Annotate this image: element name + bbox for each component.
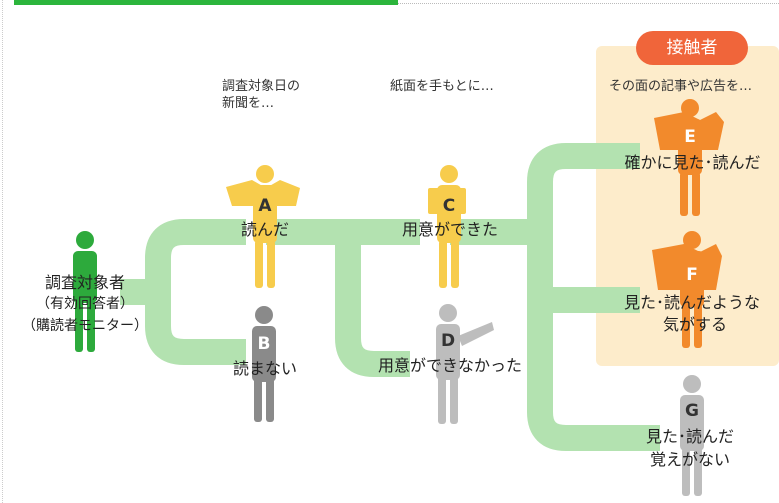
- person-c: [428, 165, 466, 288]
- node-e-label: 確かに見た･読んだ: [624, 153, 761, 172]
- heading-paper-at-hand: 紙面を手もとに…: [390, 79, 494, 94]
- node-f-label-line1: 見た･読んだような: [623, 293, 760, 312]
- path-to-g: [527, 300, 660, 451]
- heading-article-ad: その面の記事や広告を…: [609, 79, 753, 94]
- top-accent-bar: [14, 0, 398, 5]
- path-to-d: [335, 232, 410, 377]
- root-sublabel: （有効回答者）: [36, 296, 134, 312]
- node-a-label: 読んだ: [240, 220, 289, 239]
- person-root: [73, 231, 97, 352]
- person-g: [680, 375, 704, 496]
- contact-badge: 接触者: [636, 31, 748, 65]
- node-g-letter: G: [685, 401, 699, 421]
- node-d-label: 用意ができなかった: [377, 356, 522, 375]
- person-a: [226, 165, 300, 288]
- path-to-e: [527, 143, 640, 232]
- left-dotted-line: [2, 0, 3, 503]
- node-c-label: 用意ができた: [401, 220, 498, 239]
- person-f: [652, 231, 722, 348]
- node-g-label-line2: 覚えがない: [649, 450, 730, 469]
- person-e: [654, 99, 724, 216]
- node-b-letter: B: [257, 334, 271, 354]
- node-f-letter: F: [686, 265, 698, 285]
- node-a-letter: A: [258, 196, 272, 216]
- node-c-letter: C: [442, 196, 456, 216]
- path-to-a: [145, 219, 246, 292]
- node-d-letter: D: [440, 331, 456, 351]
- root-label: 調査対象者: [44, 273, 125, 292]
- person-d: [436, 304, 494, 424]
- node-e-letter: E: [684, 127, 696, 147]
- top-dotted-line: [398, 3, 779, 4]
- root-sublabel-2: （購読者モニター）: [22, 318, 148, 334]
- node-g-label-line1: 見た･読んだ: [645, 427, 734, 446]
- heading-survey-day: 調査対象日の 新聞を…: [222, 79, 301, 111]
- path-to-f: [527, 232, 640, 313]
- path-to-b: [145, 292, 246, 365]
- node-b-label: 読まない: [232, 359, 297, 378]
- node-f-label-line2: 気がする: [662, 315, 727, 334]
- person-b: [252, 306, 276, 422]
